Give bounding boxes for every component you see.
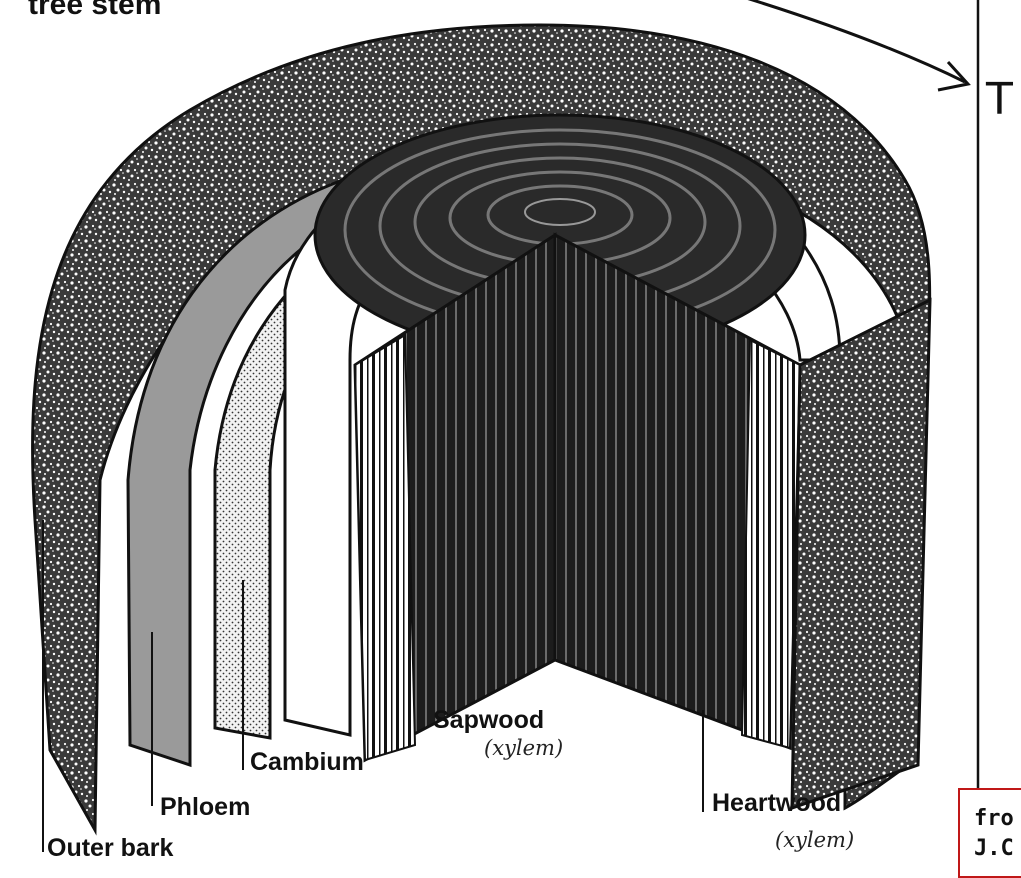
label-cambium: Cambium bbox=[250, 750, 364, 775]
outer-bark-right-face bbox=[792, 300, 930, 808]
credit-line-2: J.C bbox=[974, 834, 1021, 864]
right-panel-fragment: T bbox=[986, 78, 1013, 122]
label-phloem: Phloem bbox=[160, 795, 250, 820]
label-sapwood: Sapwood bbox=[433, 708, 544, 733]
source-credit-box: fro J.C bbox=[958, 788, 1021, 878]
sapwood-grain-right bbox=[742, 340, 800, 748]
label-heartwood: Heartwood bbox=[712, 791, 841, 816]
sapwood-grain-left bbox=[355, 335, 415, 760]
label-outer-bark: Outer bark bbox=[47, 836, 173, 861]
label-sapwood-note: (xylem) bbox=[484, 738, 563, 759]
label-heartwood-note: (xylem) bbox=[775, 830, 854, 851]
credit-line-1: fro bbox=[974, 804, 1021, 834]
